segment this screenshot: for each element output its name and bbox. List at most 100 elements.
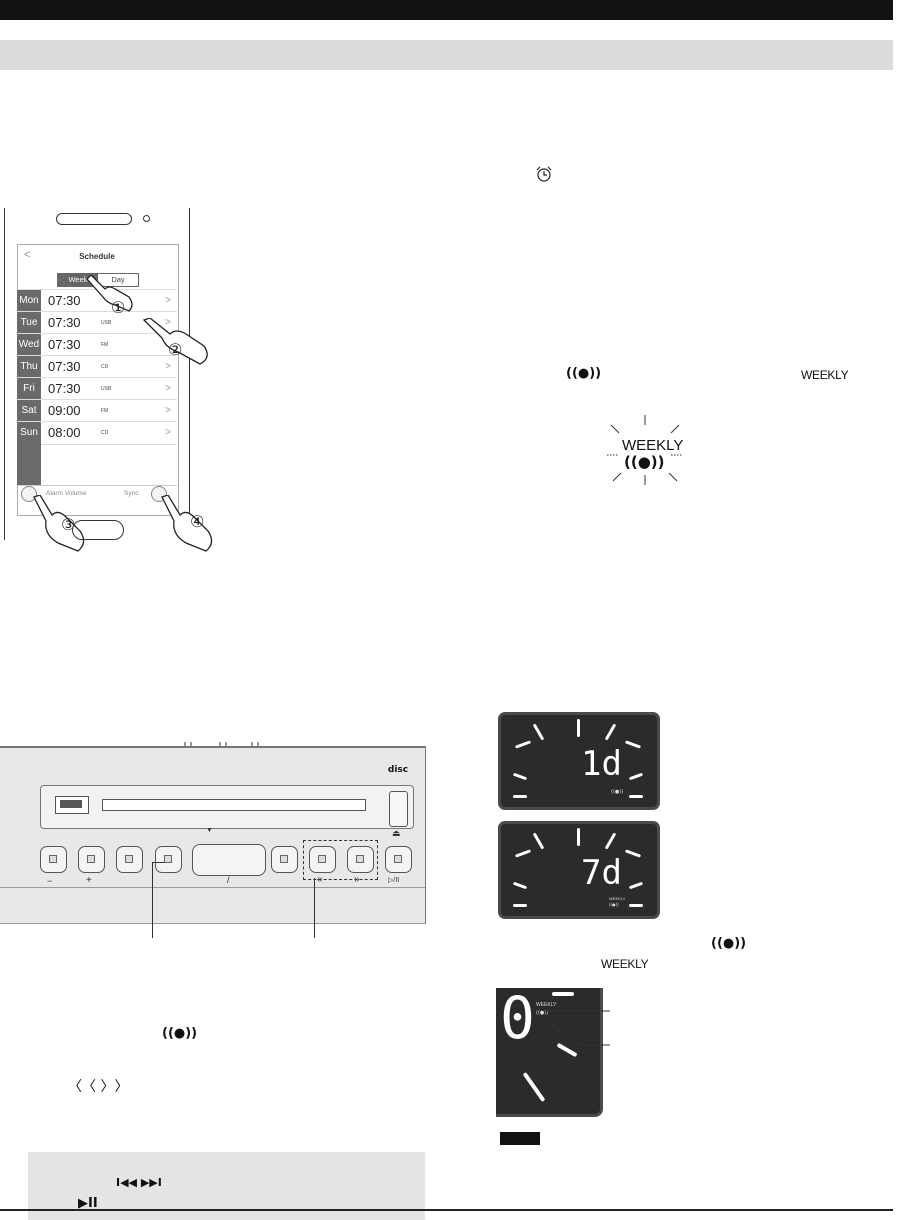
chevron-left-icon[interactable]: <	[24, 249, 31, 261]
chevron-right-icon: >	[165, 383, 171, 394]
play-pause-button[interactable]	[385, 846, 412, 873]
schedule-row-thu[interactable]: Thu 07:30 CD >	[17, 355, 177, 378]
play-pause-icon: ▶II	[78, 1196, 98, 1211]
leader-line-alarm	[152, 862, 153, 938]
day-label: Fri	[17, 378, 41, 400]
lcd-weekly-label: WEEKLY	[536, 1002, 557, 1008]
source-label: CD	[101, 430, 109, 436]
minus-label: −	[47, 876, 53, 886]
alarm-button[interactable]	[155, 846, 182, 873]
phone-camera	[143, 215, 150, 222]
schedule-title: Schedule	[79, 252, 115, 261]
leader-line-skip	[314, 878, 315, 938]
flash-rays	[607, 415, 683, 485]
lcd-weekly-label: WEEKLY	[609, 896, 626, 901]
chevron-right-icon: >	[165, 427, 171, 438]
rewind-label: «	[317, 874, 323, 885]
day-label: Wed	[17, 334, 41, 356]
source-button[interactable]	[192, 844, 266, 876]
pointing-hand-icon	[161, 495, 213, 552]
day-label: Sat	[17, 400, 41, 422]
usb-port[interactable]	[55, 796, 89, 814]
weekly-label: WEEKLY	[601, 957, 649, 971]
footer-rule	[0, 1209, 893, 1211]
source-label: FM	[101, 408, 109, 414]
rewind-button[interactable]	[309, 846, 336, 873]
day-label: Tue	[17, 312, 41, 334]
indicator-symbol: ((●))	[566, 366, 602, 381]
day-column-filler	[17, 444, 41, 486]
phone-home-button	[72, 520, 124, 540]
forward-label: »	[354, 874, 360, 885]
prev-next-icons: 〈〈 〉〉	[68, 1079, 129, 1095]
time-label: 07:30	[48, 381, 81, 396]
device-divider	[0, 887, 425, 888]
minus-button[interactable]	[40, 846, 67, 873]
schedule-row-tue[interactable]: Tue 07:30 USB >	[17, 311, 177, 334]
down-arrow-icon: ▼	[206, 827, 213, 834]
sync-label[interactable]: Sync	[124, 490, 139, 497]
phone-speaker	[56, 213, 132, 225]
callout-4: ④	[190, 512, 205, 531]
source-label: USB	[101, 320, 112, 326]
time-label: 09:00	[48, 403, 81, 418]
leader-tick	[152, 862, 164, 863]
chevron-right-icon: >	[165, 405, 171, 416]
stop-button[interactable]	[271, 846, 298, 873]
lcd-value: 1d	[581, 744, 622, 784]
pointing-hand-icon	[33, 495, 85, 552]
time-label: 07:30	[48, 293, 81, 308]
forward-button[interactable]	[347, 846, 374, 873]
weekly-flash-symbol: ((●))	[624, 453, 665, 471]
lcd-value: 7d	[581, 853, 622, 893]
time-label: 07:30	[48, 337, 81, 352]
eject-icon: ⏏	[392, 828, 401, 838]
device-front-panel	[0, 746, 426, 924]
callout-3: ③	[61, 515, 76, 534]
alarm-volume-icon[interactable]	[21, 486, 37, 502]
section-bar	[0, 40, 893, 70]
skip-icons: I◀◀ ▶▶I	[116, 1176, 162, 1189]
lcd-display-7d: 7d WEEKLY ((●))	[498, 821, 660, 919]
lcd-display-partial: 0 WEEKLY ((●))	[496, 988, 603, 1117]
time-label: 07:30	[48, 359, 81, 374]
plus-button[interactable]	[78, 846, 105, 873]
callout-1: ①	[111, 298, 126, 317]
tab-day[interactable]: Day	[97, 273, 139, 287]
header-bar	[0, 0, 893, 20]
lcd-indicator: ((●))	[611, 789, 624, 795]
lcd-display-1d: 1d ((●))	[498, 712, 660, 810]
day-label: Thu	[17, 356, 41, 378]
lcd-indicator: ((●))	[536, 1010, 549, 1016]
function-button[interactable]	[116, 846, 143, 873]
alarm-volume-label[interactable]: Alarm Volume	[46, 490, 87, 497]
eject-button-area[interactable]	[389, 791, 408, 827]
toolbar-divider	[17, 485, 177, 486]
alarm-clock-icon	[536, 166, 552, 182]
day-label: Mon	[17, 290, 41, 312]
day-label: Sun	[17, 422, 41, 444]
lcd-digit: 0	[500, 984, 535, 1052]
note-box	[28, 1152, 425, 1220]
indicator-symbol: ((●))	[711, 936, 747, 951]
highlight-box	[303, 840, 378, 880]
chevron-right-icon: >	[165, 361, 171, 372]
cd-logo: disc	[387, 765, 409, 775]
schedule-row-sat[interactable]: Sat 09:00 FM >	[17, 399, 177, 422]
chevron-right-icon: >	[165, 317, 171, 328]
pointing-hand-icon	[142, 318, 208, 365]
lcd-indicator: ((●))	[609, 902, 619, 907]
plus-label: +	[86, 875, 92, 886]
weekly-flash-label: WEEKLY	[622, 437, 684, 454]
lcd-leader-lines	[544, 1010, 610, 1046]
schedule-row-fri[interactable]: Fri 07:30 USB >	[17, 377, 177, 400]
slash-label: /	[227, 875, 230, 885]
source-label: CD	[101, 364, 109, 370]
source-label: USB	[101, 386, 112, 392]
note-tag	[500, 1132, 540, 1145]
phone-frame	[4, 208, 190, 540]
schedule-row-sun[interactable]: Sun 08:00 CD >	[17, 421, 177, 445]
callout-2: ②	[168, 340, 183, 359]
time-label: 07:30	[48, 315, 81, 330]
source-label: FM	[101, 342, 109, 348]
